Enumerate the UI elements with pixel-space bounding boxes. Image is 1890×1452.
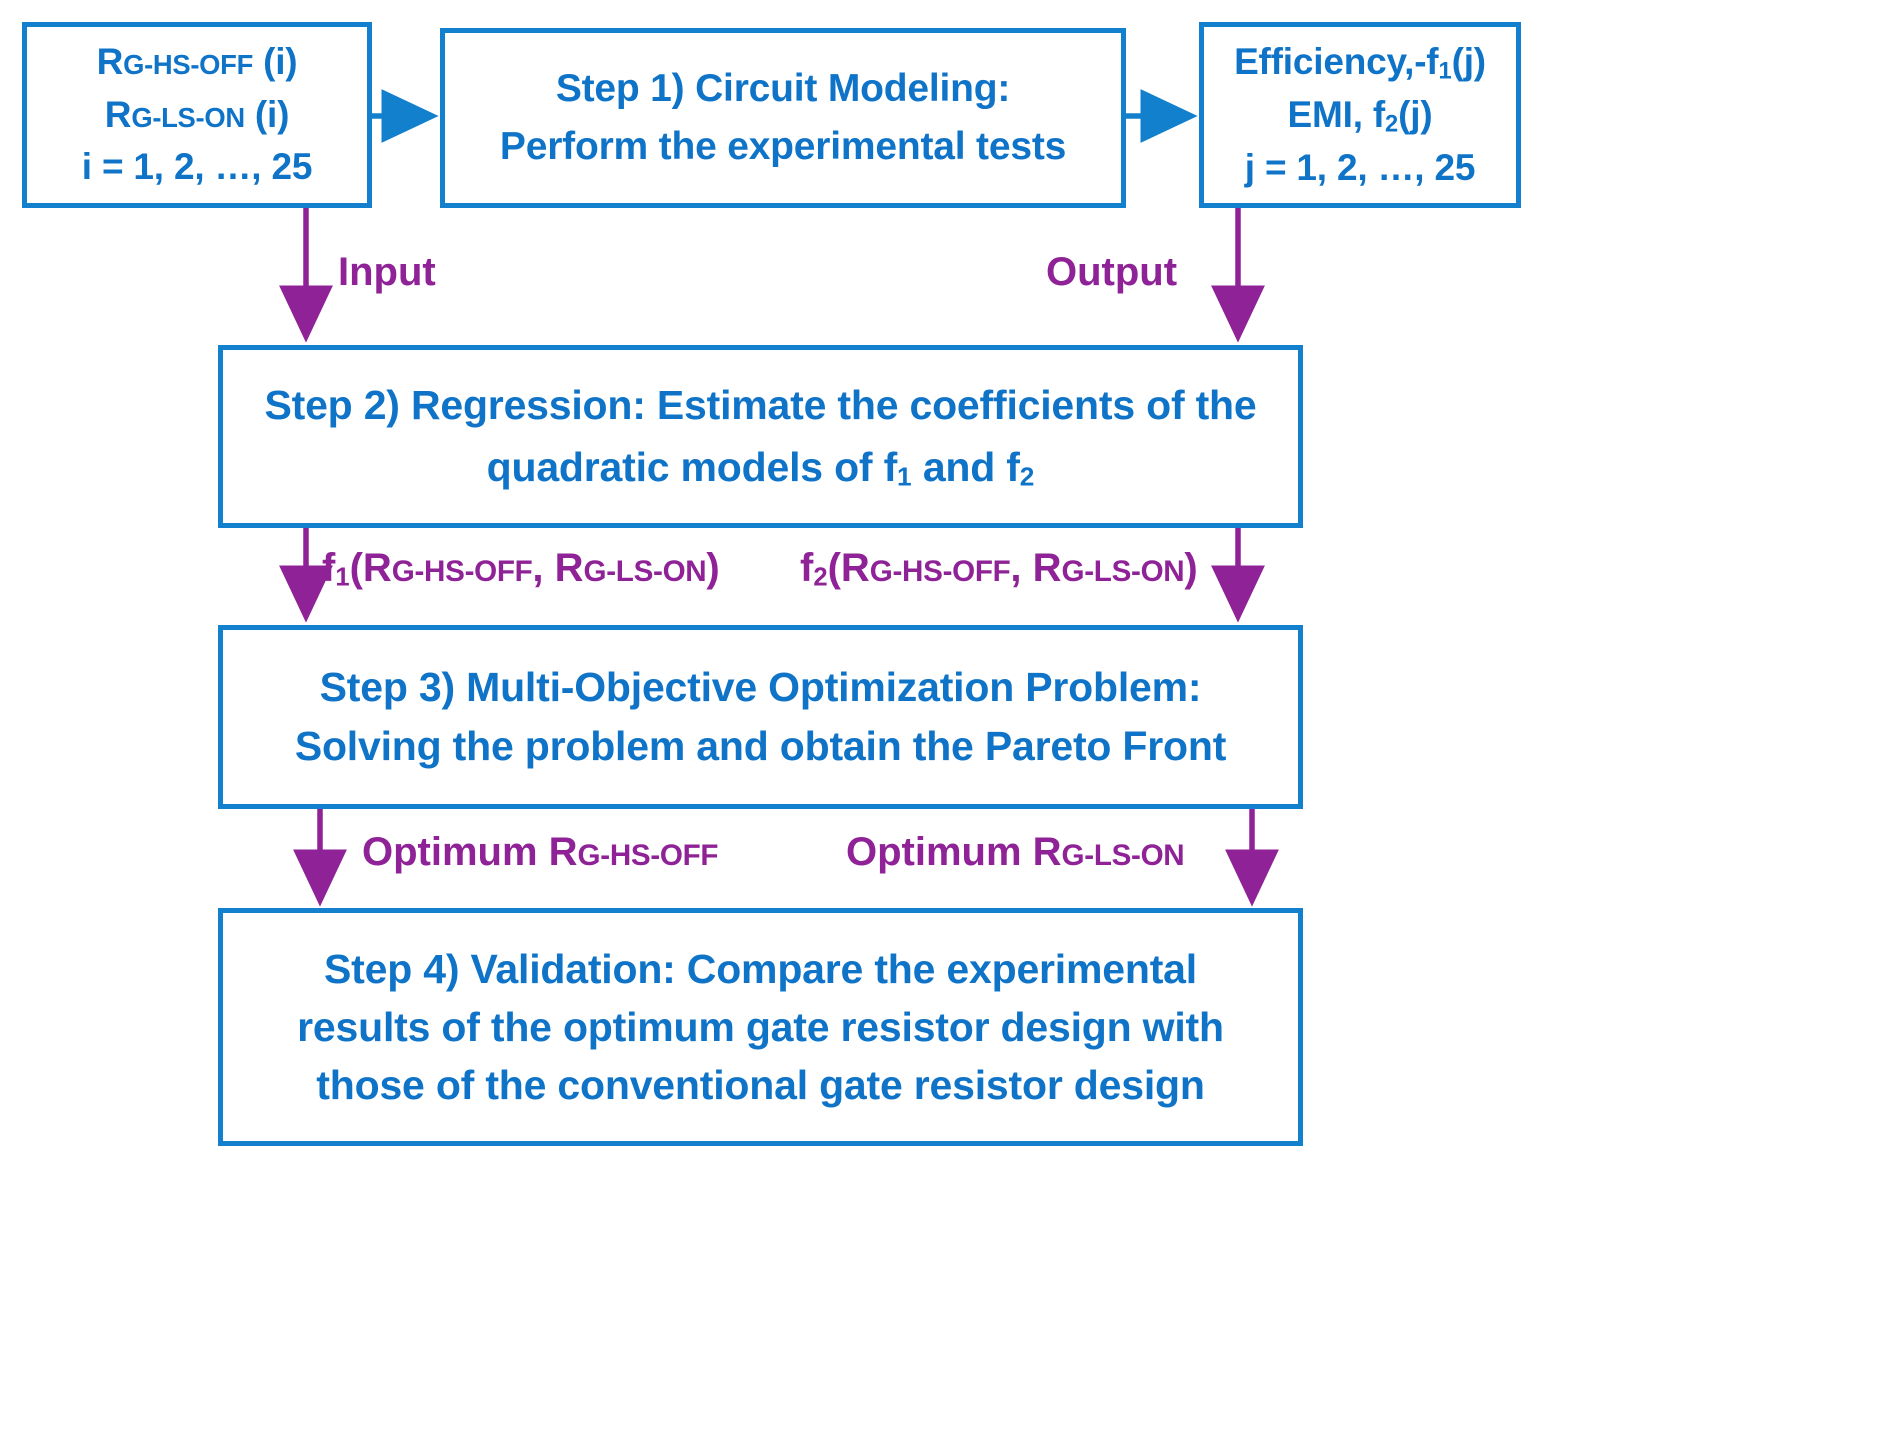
f1-edge-arg-b: G-LS-ON [583, 555, 707, 588]
optimum-ls-on-pre: Optimum R [846, 830, 1062, 874]
f2-subscript: 2 [1384, 110, 1399, 137]
input-variables-box: RG-HS-OFF (i) RG-LS-ON (i) i = 1, 2, …, … [22, 22, 372, 208]
f1-edge-comma: , R [532, 546, 584, 590]
rg-ls-on-subscript: G-LS-ON [131, 101, 245, 133]
step-4-title: Step 4) Validation: Compare the experime… [324, 945, 1197, 992]
input-line-2: RG-LS-ON (i) [104, 89, 290, 142]
step-4-description-line-2: results of the optimum gate resistor des… [297, 1003, 1224, 1050]
efficiency-label: Efficiency,-f [1234, 40, 1439, 82]
f1-edge-close: ) [706, 546, 720, 590]
f2-edge-index: 2 [813, 563, 828, 592]
f1-edge-arg-a: G-HS-OFF [391, 555, 533, 588]
f1-argument: (j) [1451, 40, 1487, 82]
step-2-description: quadratic models of f1 and f2 [487, 437, 1035, 499]
rg-ls-on-symbol: R [104, 93, 132, 135]
step-1-box: Step 1) Circuit Modeling: Perform the ex… [440, 28, 1126, 208]
f2-argument: (j) [1398, 93, 1433, 135]
emi-label: EMI, f [1287, 93, 1386, 135]
input-index-range: i = 1, 2, …, 25 [81, 146, 313, 188]
rg-hs-off-symbol: R [96, 41, 124, 83]
f2-edge-arg-a: G-HS-OFF [869, 555, 1011, 588]
f2-edge-f: f [800, 546, 814, 590]
step-2-f2-subscript: 2 [1019, 461, 1035, 492]
input-line-1: RG-HS-OFF (i) [97, 36, 298, 89]
edge-label-output: Output [1046, 250, 1178, 294]
optimum-hs-off-pre: Optimum R [362, 830, 578, 874]
step-3-title: Step 3) Multi-Objective Optimization Pro… [319, 663, 1202, 710]
step-2-desc-pre: quadratic models of f [486, 443, 898, 490]
step-4-box: Step 4) Validation: Compare the experime… [218, 908, 1303, 1146]
edge-label-f1: f1(RG-HS-OFF, RG-LS-ON) [322, 548, 720, 591]
input-index-i-2: (i) [244, 93, 290, 135]
optimum-ls-on-subscript: G-LS-ON [1061, 839, 1185, 872]
f1-edge-f: f [322, 546, 336, 590]
f2-edge-arg-b: G-LS-ON [1061, 555, 1185, 588]
step-2-title: Step 2) Regression: Estimate the coeffic… [264, 382, 1257, 428]
step-3-box: Step 3) Multi-Objective Optimization Pro… [218, 625, 1303, 809]
edge-label-optimum-rg-hs-off: Optimum RG-HS-OFF [362, 832, 718, 872]
optimum-hs-off-subscript: G-HS-OFF [577, 839, 719, 872]
edge-label-input: Input [338, 250, 436, 294]
output-line-emi: EMI, f2(j) [1288, 89, 1433, 142]
step-1-title: Step 1) Circuit Modeling: [555, 66, 1011, 110]
output-objectives-box: Efficiency,-f1(j) EMI, f2(j) j = 1, 2, …… [1199, 22, 1521, 208]
f1-subscript: 1 [1438, 58, 1452, 85]
step-2-box: Step 2) Regression: Estimate the coeffic… [218, 345, 1303, 528]
step-1-description: Perform the experimental tests [499, 125, 1067, 168]
f2-edge-open: (R [827, 546, 870, 590]
f1-edge-index: 1 [335, 563, 350, 592]
f2-edge-comma: , R [1010, 546, 1062, 590]
output-index-range: j = 1, 2, …, 25 [1244, 146, 1476, 188]
edge-label-f2: f2(RG-HS-OFF, RG-LS-ON) [800, 548, 1198, 591]
input-index-i-1: (i) [253, 41, 298, 83]
step-4-description-line-3: those of the conventional gate resistor … [316, 1062, 1205, 1109]
edge-label-optimum-rg-ls-on: Optimum RG-LS-ON [846, 830, 1185, 874]
step-2-desc-mid: and f [911, 443, 1020, 490]
rg-hs-off-subscript: G-HS-OFF [123, 49, 253, 81]
output-line-efficiency: Efficiency,-f1(j) [1234, 36, 1486, 89]
step-2-f1-subscript: 1 [897, 461, 912, 492]
f1-edge-open: (R [349, 546, 392, 590]
f2-edge-close: ) [1184, 546, 1198, 590]
step-3-description: Solving the problem and obtain the Paret… [294, 723, 1227, 769]
